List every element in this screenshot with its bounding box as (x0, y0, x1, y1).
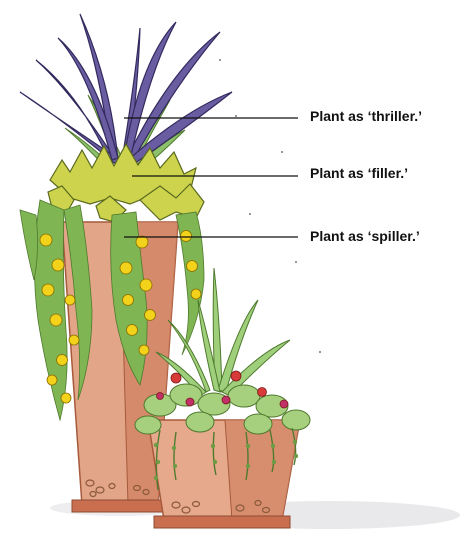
callout-spiller-label: Plant as ‘spiller.’ (310, 228, 420, 244)
tall-pot-spiller-left (20, 200, 92, 420)
callout-thriller-label: Plant as ‘thriller.’ (310, 108, 422, 124)
callout-filler-label: Plant as ‘filler.’ (310, 165, 408, 181)
background-specks (219, 59, 321, 353)
small-pot (148, 420, 300, 528)
